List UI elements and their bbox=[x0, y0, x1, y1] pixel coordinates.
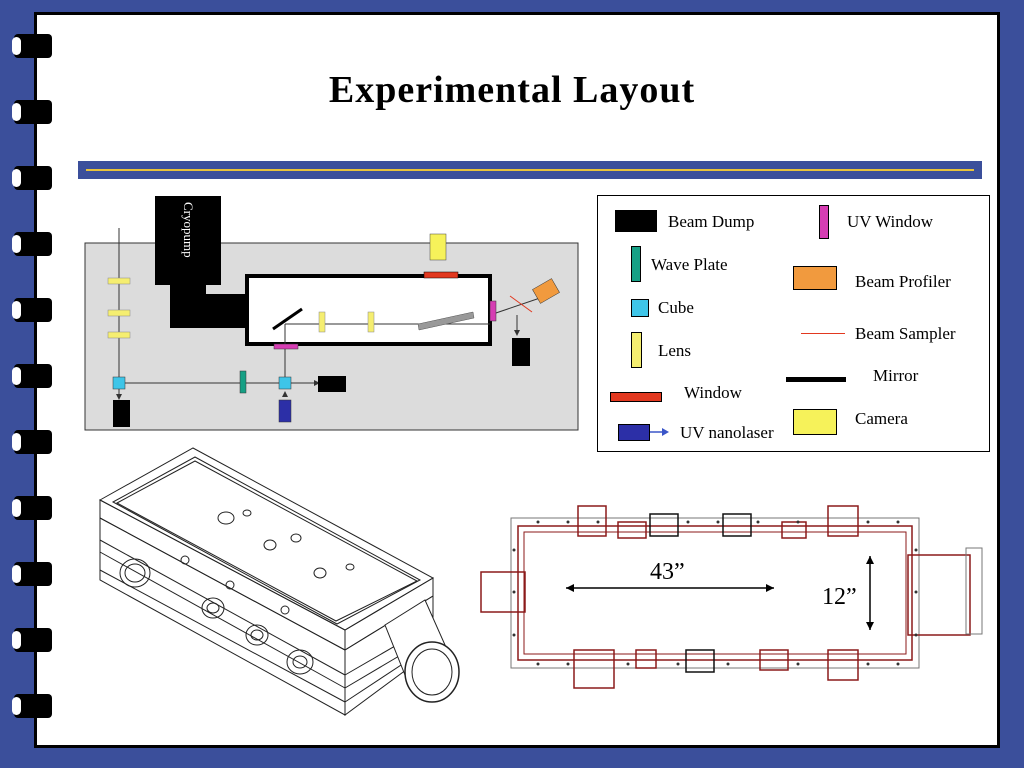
cube-swatch-icon bbox=[631, 299, 649, 317]
beam-profiler-swatch-icon bbox=[793, 266, 837, 290]
arrow-right-icon bbox=[650, 428, 669, 436]
binder-ring-icon bbox=[12, 430, 52, 454]
binder-ring-icon bbox=[12, 364, 52, 388]
chamber-isometric-drawing bbox=[98, 447, 460, 716]
lens-swatch-icon bbox=[631, 332, 642, 368]
legend-label-window: Window bbox=[684, 383, 742, 402]
binder-ring-icon bbox=[12, 34, 52, 58]
window-top bbox=[423, 271, 459, 279]
optical-schematic: Cryopump bbox=[84, 196, 579, 431]
legend-label-beam-sampler: Beam Sampler bbox=[855, 324, 956, 343]
legend-label-uv-window: UV Window bbox=[847, 212, 934, 231]
legend-label-beam-dump: Beam Dump bbox=[668, 212, 755, 231]
mirror-swatch-icon bbox=[786, 377, 846, 382]
binder-ring-icon bbox=[12, 694, 52, 718]
width-dimension-label: 12” bbox=[822, 584, 857, 610]
window-swatch-icon bbox=[610, 392, 662, 402]
camera-swatch-icon bbox=[793, 409, 837, 435]
title-underline bbox=[78, 161, 982, 179]
slide-title: Experimental Layout bbox=[328, 69, 696, 111]
legend-label-uv-nanolaser: UV nanolaser bbox=[680, 423, 774, 442]
plan-bolt-holes bbox=[512, 520, 918, 666]
vacuum-chamber bbox=[245, 274, 492, 346]
binder-rings bbox=[12, 30, 56, 740]
binder-ring-icon bbox=[12, 100, 52, 124]
binder-ring-icon bbox=[12, 166, 52, 190]
beam-sampler-swatch-icon bbox=[801, 333, 845, 334]
uv-window-swatch-icon bbox=[819, 205, 829, 239]
camera bbox=[429, 233, 447, 261]
wave-plate-swatch-icon bbox=[631, 246, 641, 282]
chamber-plan-view: 43” 12” bbox=[480, 505, 983, 689]
legend-label-wave-plate: Wave Plate bbox=[651, 255, 728, 274]
binder-ring-icon bbox=[12, 232, 52, 256]
legend-label-beam-profiler: Beam Profiler bbox=[855, 272, 951, 291]
length-dimension-label: 43” bbox=[650, 559, 685, 585]
legend-label-camera: Camera bbox=[855, 409, 908, 428]
legend-label-mirror: Mirror bbox=[873, 366, 919, 385]
binder-ring-icon bbox=[12, 562, 52, 586]
binder-ring-icon bbox=[12, 298, 52, 322]
binder-ring-icon bbox=[12, 628, 52, 652]
binder-ring-icon bbox=[12, 496, 52, 520]
uv-nanolaser-swatch-icon bbox=[618, 424, 650, 441]
cryopump bbox=[155, 196, 221, 285]
legend-label-cube: Cube bbox=[658, 298, 694, 317]
legend-box: Beam Dump Wave Plate Cube Lens Window UV… bbox=[597, 195, 990, 452]
beam-dump-swatch-icon bbox=[615, 210, 657, 232]
cryopump-label: Cryopump bbox=[181, 202, 196, 258]
legend-label-lens: Lens bbox=[658, 341, 692, 360]
